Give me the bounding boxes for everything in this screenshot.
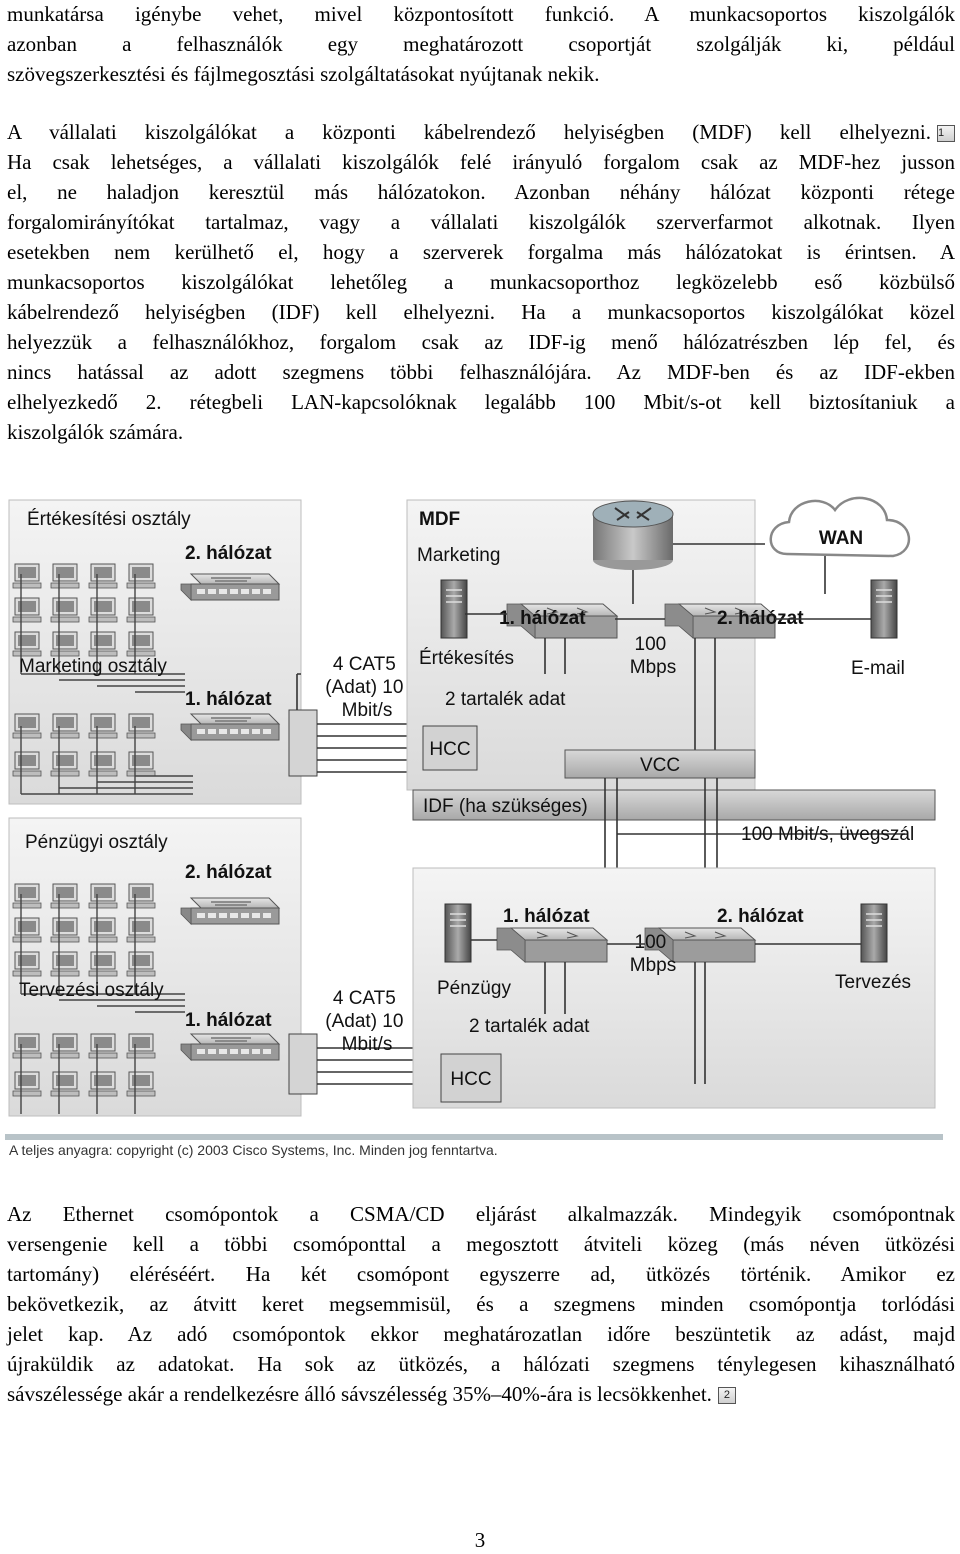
text-line: munkatársa igénybe vehet, mivel központo… — [7, 2, 955, 26]
email-server-icon — [870, 579, 898, 639]
network-2-label: 2. hálózat — [185, 862, 272, 883]
text-line: helyezzük a felhasználókhoz, forgalom cs… — [7, 330, 955, 354]
mdf-spare-label: 2 tartalék adat — [445, 689, 566, 710]
idf-network-2-label: 2. hálózat — [717, 906, 804, 927]
idf-bar — [412, 789, 936, 821]
text-line: szövegszerkesztési és fájlmegosztási szo… — [7, 62, 600, 86]
text-line: forgalomirányítókat tartalmaz, vagy a vá… — [7, 210, 955, 234]
vcc-label: VCC — [640, 755, 680, 776]
text-line: munkacsoportos kiszolgálókat lehetőleg a… — [7, 270, 955, 294]
text-line: A vállalati kiszolgálókat a központi káb… — [7, 117, 955, 147]
switch-icon — [180, 573, 280, 601]
patch-panel-bottom — [288, 1033, 318, 1095]
wan-cloud-icon: WAN — [769, 496, 910, 558]
text-line: jelet kap. Az adó csomópontok ekkor megh… — [7, 1322, 955, 1346]
design-dept-label: Tervezési osztály — [19, 980, 164, 1001]
text-line: bekövetkezik, az átvitt keret megsemmisü… — [7, 1292, 955, 1316]
hcc-bottom-label: HCC — [450, 1069, 491, 1090]
text-line: kiszolgálók számára. — [7, 420, 184, 444]
idf-network-1-label: 1. hálózat — [503, 906, 590, 927]
mdf-network-2-label: 2. hálózat — [717, 608, 804, 629]
text-line: versengenie kell a többi csomóponttal a … — [7, 1232, 955, 1256]
servers-paragraph: A vállalati kiszolgálókat a központi káb… — [7, 117, 955, 447]
cat5-label-bottom: 4 CAT5 (Adat) 10 Mbit/s — [325, 988, 408, 1055]
text-line: sávszélessége akár a rendelkezésre álló … — [7, 1379, 955, 1409]
vcc-box — [564, 749, 756, 779]
design-server-icon — [860, 903, 888, 963]
email-label: E-mail — [851, 658, 905, 679]
idf-spare-label: 2 tartalék adat — [469, 1016, 590, 1037]
mdf-speed-label: 100 Mbps — [630, 634, 676, 678]
text-line: Az Ethernet csomópontok a CSMA/CD eljárá… — [7, 1202, 955, 1226]
hcc-top-box — [422, 725, 478, 771]
finance-server-label: Pénzügy — [437, 978, 511, 999]
mdf-network-1-label: 1. hálózat — [499, 608, 586, 629]
figure-footer-bar — [5, 1134, 943, 1140]
server-icon — [440, 579, 468, 639]
text-line: Ha csak lehetséges, a vállalati kiszolgá… — [7, 150, 955, 174]
network-1-label: 1. hálózat — [185, 689, 272, 710]
router-icon — [592, 500, 674, 570]
network-1-label: 1. hálózat — [185, 1010, 272, 1031]
wan-label: WAN — [819, 528, 863, 549]
text-line: elhelyezkedő 2. rétegbeli LAN-kapcsolókn… — [7, 390, 955, 414]
marketing-server-label: Marketing — [417, 545, 500, 566]
hcc-top-label: HCC — [429, 739, 470, 760]
idf-label: IDF (ha szükséges) — [423, 796, 588, 817]
marketing-dept-label: Marketing osztály — [19, 656, 167, 677]
design-server-label: Tervezés — [835, 972, 911, 993]
text-line: el, ne haladjon keresztül más hálózatoko… — [7, 180, 955, 204]
reference-marker-2[interactable]: 2 — [717, 1387, 736, 1404]
text-line: esetekben nem kerülhető el, hogy a szerv… — [7, 240, 955, 264]
copyright-text: A teljes anyagra: copyright (c) 2003 Cis… — [9, 1142, 498, 1158]
patch-panel-top — [288, 709, 318, 777]
network-diagram: Értékesítési osztály 2. hálózat Marketin… — [5, 474, 945, 1164]
sales-dept-label: Értékesítési osztály — [27, 509, 191, 530]
switch-icon — [180, 1033, 280, 1061]
fiber-label: 100 Mbit/s, üvegszál — [741, 824, 914, 845]
finance-dept-label: Pénzügyi osztály — [25, 832, 168, 853]
text-line: tartomány) eléréséért. Ha két csomópont … — [7, 1262, 955, 1286]
reference-marker-1[interactable]: 1 — [937, 125, 955, 142]
sales-server-label: Értékesítés — [419, 648, 514, 669]
hcc-bottom-box — [440, 1053, 502, 1103]
intro-paragraph: munkatársa igénybe vehet, mivel központo… — [7, 0, 955, 89]
cat5-label-top: 4 CAT5 (Adat) 10 Mbit/s — [325, 654, 408, 721]
text-line: újraküldik az adatokat. Ha sok az ütközé… — [7, 1352, 955, 1376]
text-line: azonban a felhasználók egy meghatározott… — [7, 32, 955, 56]
csma-paragraph: Az Ethernet csomópontok a CSMA/CD eljárá… — [7, 1199, 955, 1409]
idf-speed-label: 100 Mbps — [630, 932, 676, 976]
mdf-label: MDF — [419, 509, 460, 530]
text-line: kábelrendező helyiségben (IDF) kell elhe… — [7, 300, 955, 324]
page-number: 3 — [474, 1528, 486, 1552]
finance-server-icon — [444, 903, 472, 963]
switch-icon — [180, 897, 280, 925]
network-2-label: 2. hálózat — [185, 543, 272, 564]
switch-icon — [180, 713, 280, 741]
text-line: nincs hatással az adott szegmens többi f… — [7, 360, 955, 384]
